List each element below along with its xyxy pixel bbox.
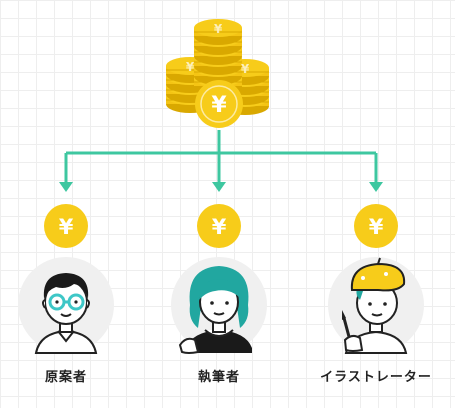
svg-text:¥: ¥: [212, 215, 227, 239]
coin-icon: ¥: [44, 204, 88, 248]
arrow-head-right: [369, 182, 383, 192]
recipient-label-writer: 執筆者: [197, 370, 240, 385]
recipient-label-illustrator: イラストレーター: [320, 370, 432, 385]
arrow-head-center: [212, 182, 226, 192]
coin-icon: ¥: [197, 204, 241, 248]
coin-stack-icon: ¥ ¥ ¥ ¥: [165, 18, 270, 129]
coin-icon: ¥: [354, 204, 398, 248]
svg-text:¥: ¥: [186, 60, 195, 74]
recipient-label-planner: 原案者: [44, 370, 87, 385]
person-with-glasses-icon: [18, 257, 114, 354]
svg-text:¥: ¥: [211, 93, 227, 118]
svg-text:¥: ¥: [214, 22, 223, 36]
arrow-head-left: [59, 182, 73, 192]
svg-text:¥: ¥: [59, 215, 74, 239]
svg-text:¥: ¥: [241, 62, 250, 76]
distribution-arrows: [64, 130, 378, 183]
person-beret-brush-icon: [328, 257, 424, 354]
person-teal-hair-icon: [171, 257, 267, 354]
svg-text:¥: ¥: [369, 215, 384, 239]
